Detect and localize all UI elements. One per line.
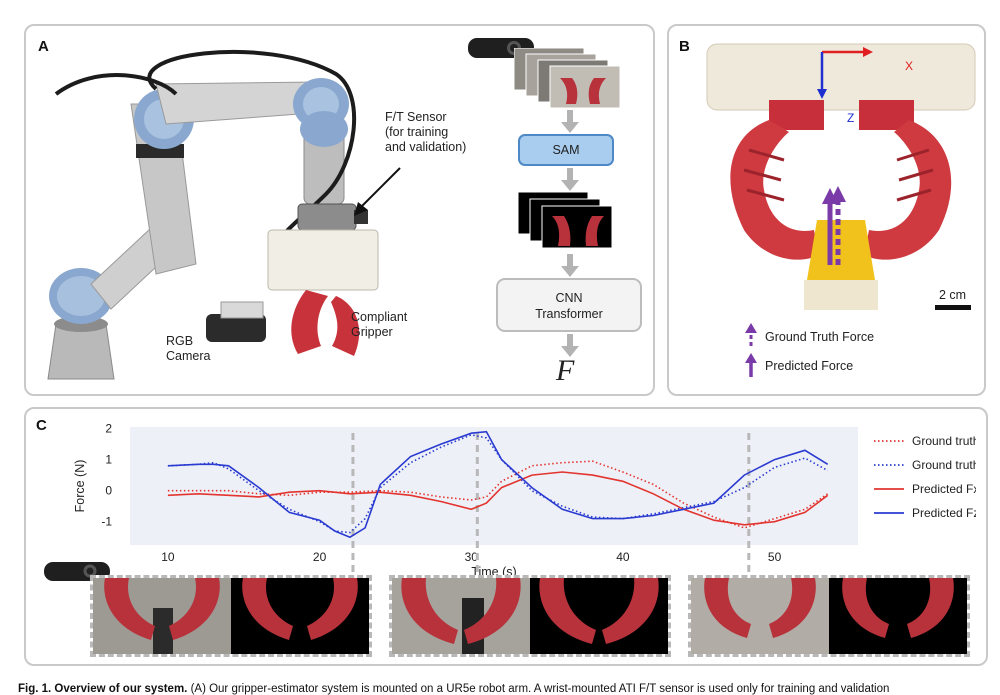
y-axis-label: Force (N) <box>73 460 87 513</box>
series-line-4 <box>167 430 829 539</box>
snapshot-2-frames <box>392 578 668 654</box>
axis-z-label: Z <box>847 111 855 125</box>
legend-ground-truth-force: Ground Truth Force <box>765 330 875 344</box>
x-tick-label: 50 <box>768 550 782 564</box>
ft-sensor-arrow <box>354 167 401 216</box>
figure-caption: Fig. 1. Overview of our system. (A) Our … <box>18 683 890 695</box>
legend-label-1: Ground truth Fx <box>912 434 976 448</box>
axis-x-label: X <box>905 59 914 73</box>
flow-arrow-3 <box>561 254 579 277</box>
legend-label-2: Ground truth Fz <box>912 458 976 472</box>
flow-arrow-2 <box>561 168 579 191</box>
force-output-symbol: F <box>556 354 575 387</box>
sam-box: SAM <box>518 134 614 166</box>
ground-truth-force-arrow-icon <box>745 323 757 346</box>
x-tick-label: 40 <box>616 550 630 564</box>
panel-c-label: C <box>36 417 47 434</box>
snapshot-3 <box>688 575 970 657</box>
x-tick-label: 30 <box>465 550 479 564</box>
rgb-image-stack <box>514 48 621 109</box>
y-tick-label: 0 <box>105 484 112 498</box>
legend-label-3: Predicted Fx <box>912 482 976 496</box>
segmented-image-stack <box>518 192 613 249</box>
flow-arrow-4 <box>561 334 579 357</box>
panel-a-label: A <box>38 38 49 55</box>
x-tick-label: 10 <box>161 550 175 564</box>
snapshot-2 <box>389 575 671 657</box>
flow-arrow-1 <box>561 110 579 133</box>
panel-b: B X Z 2 cm Ground Truth Force Pre <box>667 24 986 396</box>
scale-bar <box>935 305 971 310</box>
snapshot-3-frames <box>691 578 967 654</box>
snapshot-1-frames <box>93 578 369 654</box>
y-tick-label: 2 <box>105 422 112 436</box>
legend-predicted-force: Predicted Force <box>765 359 854 373</box>
panel-b-label: B <box>679 38 690 55</box>
robot-arm-illustration <box>47 49 379 380</box>
predicted-force-arrow-icon <box>745 353 757 377</box>
legend-label-4: Predicted Fz <box>912 506 976 520</box>
snapshot-1 <box>90 575 372 657</box>
gripper-photo-illustration <box>706 43 976 310</box>
series-line-3 <box>167 471 829 526</box>
panel-a: A F/T Sensor(f <box>24 24 655 396</box>
series-line-1 <box>167 460 829 529</box>
y-tick-label: 1 <box>105 453 112 467</box>
x-tick-label: 20 <box>313 550 327 564</box>
y-tick-label: -1 <box>101 515 112 529</box>
scale-bar-label: 2 cm <box>939 288 967 302</box>
